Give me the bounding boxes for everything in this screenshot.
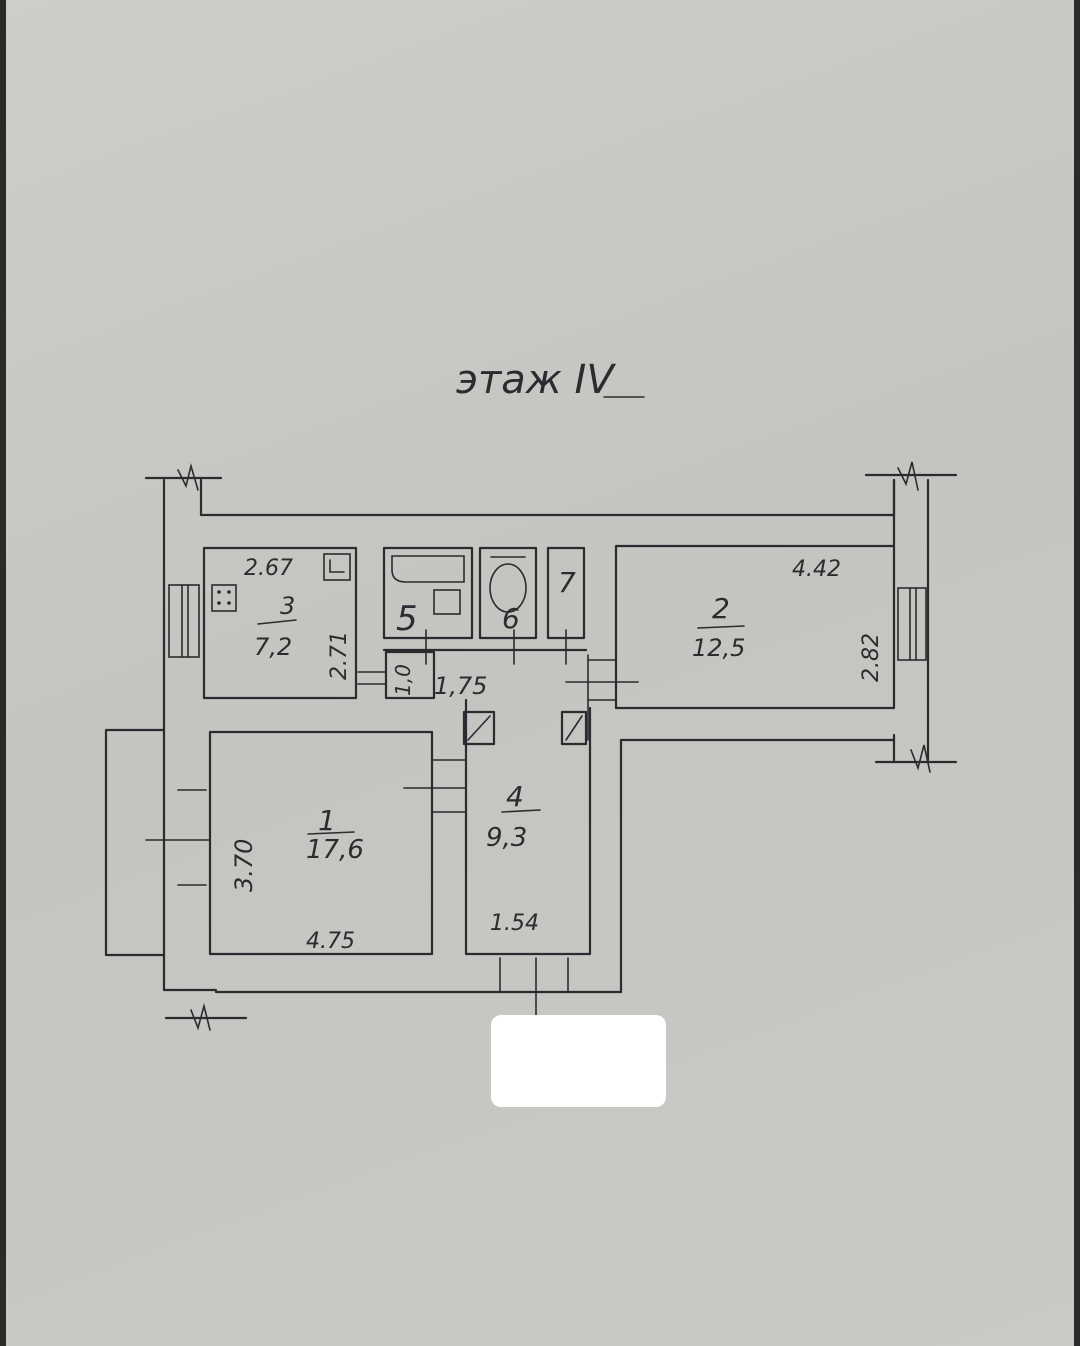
floor-plan-drawing: этаж IV 2.67 3 7,2 2.71: [104, 357, 958, 1107]
corridor-width: 1,0: [391, 664, 415, 696]
room-1-width: 4.75: [306, 929, 355, 954]
room-1-number: 1: [318, 804, 336, 837]
room-3-number: 3: [280, 592, 295, 620]
room-3-width: 2.67: [244, 556, 293, 581]
corridor: 1,0 1,75: [357, 650, 588, 746]
vent-duct-right: [560, 710, 588, 746]
vent-duct-left: [462, 710, 496, 746]
room-2-width: 4.42: [792, 557, 841, 582]
room-2-number: 2: [712, 592, 730, 625]
room-4-area: 9,3: [486, 823, 527, 853]
corridor-length: 1,75: [434, 672, 487, 700]
room-2-depth: 2.82: [859, 633, 884, 682]
bath-sink-icon: [433, 589, 461, 615]
room-2-area: 12,5: [692, 634, 745, 662]
room-3: 2.67 3 7,2 2.71: [168, 546, 358, 700]
room-1-area: 17,6: [306, 835, 364, 865]
room-3-area: 7,2: [254, 633, 292, 661]
room-1: 1 17,6 4.75 3.70: [104, 728, 467, 957]
sink-icon: [323, 553, 351, 581]
balcony: [104, 728, 166, 957]
redaction-patch: [491, 1015, 666, 1107]
sanitary-block: 5 6 7: [382, 546, 588, 665]
stove-icon: [211, 584, 237, 612]
floor-title: этаж IV: [456, 357, 616, 403]
outer-walls: [144, 461, 958, 1031]
room-6-toilet: [478, 546, 538, 640]
room-5-bath: [382, 546, 474, 640]
room-1-depth: 3.70: [230, 839, 258, 892]
toilet-icon: [489, 563, 527, 613]
room-4-number: 4: [506, 780, 524, 813]
bathtub-icon: [391, 555, 465, 583]
room-5-number: 5: [396, 599, 418, 639]
room-4-width: 1.54: [490, 911, 539, 936]
room-4: 4 9,3 1.54: [464, 698, 592, 1017]
room-3-depth: 2.71: [327, 631, 352, 680]
room-7-number: 7: [558, 566, 576, 599]
room-6-number: 6: [502, 602, 520, 635]
room-2: 4.42 2 12,5 2.82: [565, 544, 927, 741]
